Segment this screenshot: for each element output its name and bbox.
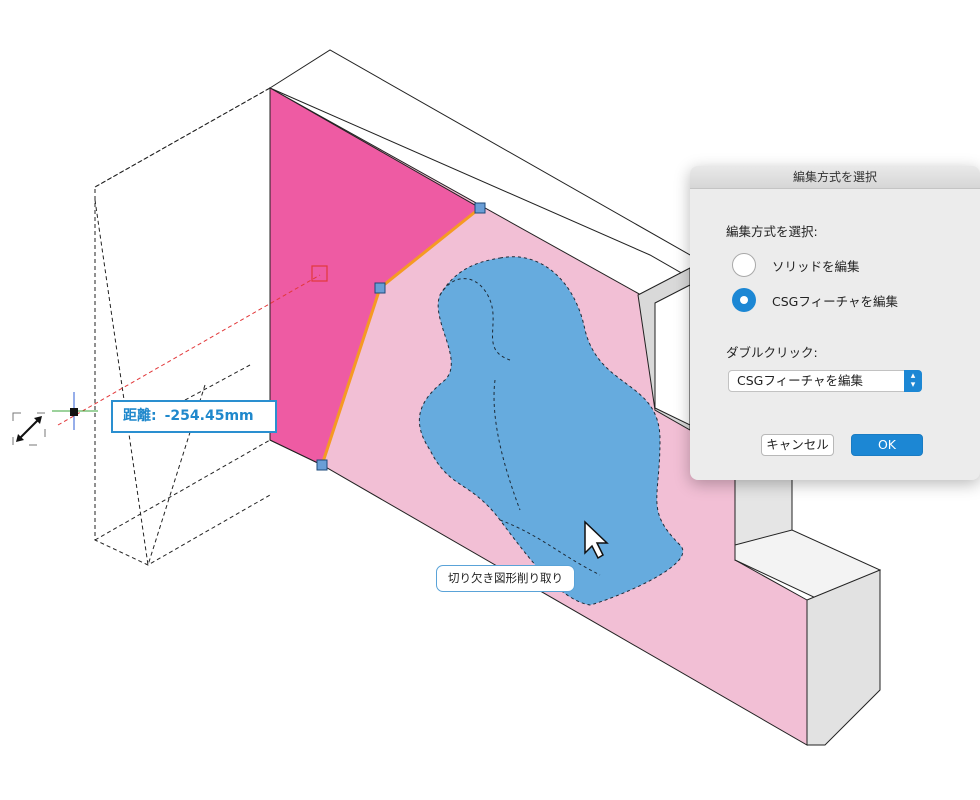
edit-method-dialog: 編集方式を選択 編集方式を選択: ソリッドを編集 CSGフィーチャを編集 ダブル… (690, 166, 980, 480)
radio-edit-solid-label: ソリッドを編集 (772, 258, 860, 274)
distance-label: 距離: (123, 408, 157, 424)
double-click-select[interactable]: CSGフィーチャを編集 ▴▾ (728, 370, 922, 392)
dialog-heading: 編集方式を選択: (726, 224, 818, 239)
notch-recess (637, 267, 882, 746)
wall-top-face (268, 49, 980, 446)
edge-handles[interactable] (316, 202, 486, 471)
radio-edit-csg[interactable]: CSGフィーチャを編集 (732, 287, 898, 313)
ghost-outline (94, 87, 271, 566)
double-click-select-value: CSGフィーチャを編集 (737, 373, 863, 388)
radio-edit-csg-label: CSGフィーチャを編集 (772, 293, 898, 309)
operation-tooltip: 切り欠き図形削り取り (436, 565, 575, 592)
ok-button[interactable]: OK (851, 434, 923, 456)
mouse-cursor-icon (584, 520, 609, 560)
radio-edit-solid[interactable]: ソリッドを編集 (732, 252, 860, 278)
radio-unchecked-icon[interactable] (732, 253, 756, 277)
distance-guide (52, 265, 328, 430)
dialog-title: 編集方式を選択 (690, 166, 980, 189)
distance-readout: 距離: -254.45mm (111, 400, 277, 433)
radio-checked-icon[interactable] (732, 288, 756, 312)
distance-value: -254.45mm (164, 408, 254, 424)
chevron-updown-icon[interactable]: ▴▾ (904, 370, 922, 392)
move-icon[interactable] (12, 412, 46, 446)
cancel-button[interactable]: キャンセル (761, 434, 834, 456)
csg-feature[interactable] (418, 256, 684, 606)
double-click-label: ダブルクリック: (726, 345, 818, 360)
